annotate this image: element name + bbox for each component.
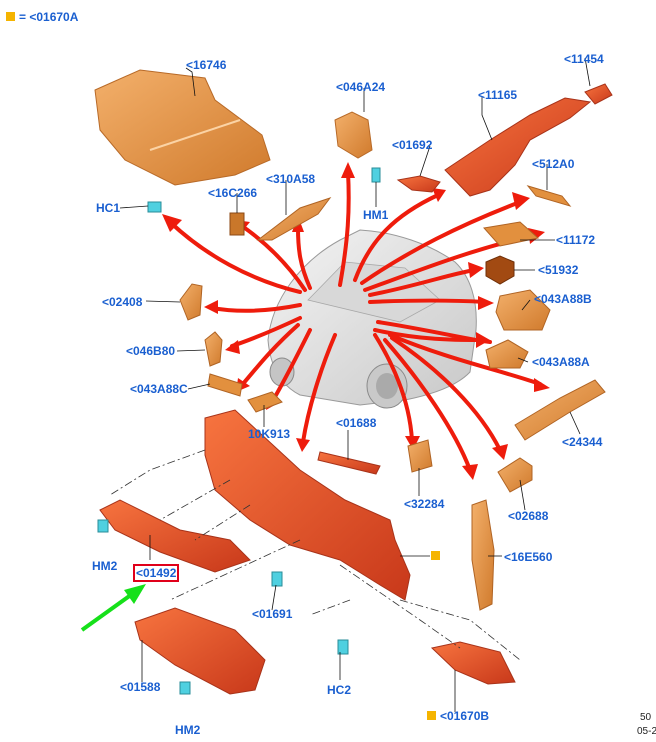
part-01492-cowl [99, 499, 251, 573]
green-pointer-arrow [80, 584, 146, 632]
part-02688-bracket [497, 457, 533, 493]
part-01588-panel [134, 607, 266, 695]
part-label-11454[interactable]: <11454 [564, 52, 604, 66]
part-label-046A24[interactable]: <046A24 [336, 80, 386, 94]
callout-arrows [168, 170, 542, 472]
part-label-01588[interactable]: <01588 [120, 680, 161, 694]
part-label-HM2[interactable]: HM2 [92, 559, 118, 573]
part-16E560-strip [471, 499, 495, 611]
part-label-24344[interactable]: <24344 [562, 435, 603, 449]
part-043A88A-pad [485, 339, 529, 369]
part-label-16C266[interactable]: <16C266 [208, 186, 258, 200]
part-02408-bracket [179, 283, 203, 321]
legend-marker [6, 12, 15, 21]
part-label-HM2[interactable]: HM2 [175, 723, 201, 737]
legend-text: = <01670A [19, 10, 79, 24]
part-046A24-bracket [334, 111, 373, 159]
part-label-043A88C[interactable]: <043A88C [130, 382, 188, 396]
part-label-HC2[interactable]: HC2 [327, 683, 352, 697]
part-label-01691[interactable]: <01691 [252, 607, 293, 621]
part-11454 [584, 83, 613, 105]
part-label-01692[interactable]: <01692 [392, 138, 433, 152]
part-label-512A0[interactable]: <512A0 [532, 157, 575, 171]
part-51932-pad [485, 255, 515, 285]
part-label-046B80[interactable]: <046B80 [126, 344, 176, 358]
part-label-51932[interactable]: <51932 [538, 263, 579, 277]
corner-code-line2: 05-2 [637, 726, 656, 737]
part-label-32284[interactable]: <32284 [404, 497, 445, 511]
part-label-HC1[interactable]: HC1 [96, 201, 121, 215]
part-label-01670B[interactable]: <01670B [440, 709, 490, 723]
clips [97, 167, 381, 695]
part-label-10K913[interactable]: 10K913 [248, 427, 291, 441]
part-label-16746[interactable]: <16746 [186, 58, 227, 72]
part-310A58-strip [256, 197, 332, 241]
construction-lines [109, 449, 521, 661]
part-label-043A88B[interactable]: <043A88B [534, 292, 592, 306]
part-label-02408[interactable]: <02408 [102, 295, 143, 309]
reference-marker-square [431, 551, 440, 560]
reference-marker-square [427, 711, 436, 720]
part-dash-panel [204, 409, 411, 601]
legend: = <01670A [6, 10, 78, 24]
part-10K913-pad [247, 391, 283, 413]
part-24344-bracket [514, 379, 606, 441]
part-512A0-pad [526, 185, 572, 207]
part-16C266-block [229, 212, 245, 236]
part-043A88C-strip [207, 373, 243, 397]
part-label-01492-highlighted[interactable]: <01492 [133, 564, 180, 582]
leader-lines [119, 57, 591, 712]
part-01688-strip [317, 451, 381, 475]
part-label-01688[interactable]: <01688 [336, 416, 377, 430]
part-label-16E560[interactable]: <16E560 [504, 550, 553, 564]
part-label-11165[interactable]: <11165 [478, 88, 518, 102]
part-01670B-panel [430, 641, 516, 685]
part-16746-insulator [94, 69, 271, 186]
part-label-043A88A[interactable]: <043A88A [532, 355, 590, 369]
part-label-HM1[interactable]: HM1 [363, 208, 389, 222]
part-label-02688[interactable]: <02688 [508, 509, 549, 523]
part-11165-insulator [444, 97, 592, 197]
corner-code-line1: 50 [640, 712, 652, 723]
part-label-310A58[interactable]: <310A58 [266, 172, 316, 186]
part-01692 [396, 175, 441, 193]
part-label-11172[interactable]: <11172 [556, 233, 596, 247]
part-046B80-bracket [204, 331, 223, 367]
part-043A88B-pad [495, 289, 551, 331]
part-32284-block [407, 439, 433, 473]
